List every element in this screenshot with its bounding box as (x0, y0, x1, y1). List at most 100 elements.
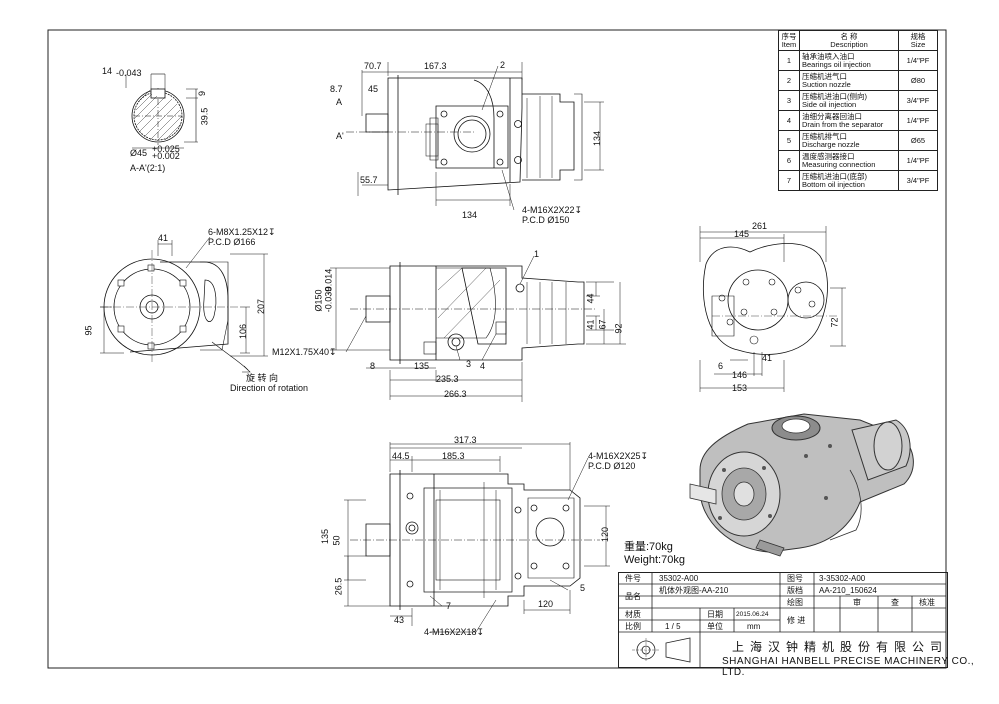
dim-left-95: 95 (83, 325, 94, 336)
scale-label: 比例 (625, 622, 641, 631)
projection-symbol (632, 637, 691, 663)
front-thread-note: M12X1.75X40↧ (272, 347, 337, 357)
title-block-grid (618, 572, 946, 668)
section-caption: A-A'(2:1) (130, 163, 166, 173)
drawing-no-label: 图号 (787, 574, 803, 583)
dim-bottom-185-3: 185.3 (442, 451, 465, 461)
company-name-en: SHANGHAI HANBELL PRECISE MACHINERY CO., … (722, 656, 975, 678)
version: AA-210_150624 (819, 586, 877, 595)
dim-key-tol: -0.043 (116, 68, 142, 78)
drawing-no: 3-35302-A00 (819, 574, 866, 583)
top-view (346, 62, 604, 211)
part-no-label: 件号 (625, 574, 641, 583)
section-mark-a-prime: A' (336, 131, 344, 141)
isometric-render (689, 413, 914, 557)
drawn-label: 绘图 (787, 598, 803, 607)
part-no: 35302-A00 (659, 574, 699, 583)
dim-front-dia-150: Ø150 (313, 289, 324, 312)
dim-top-55-7: 55.7 (360, 175, 378, 185)
dim-top-45: 45 (368, 84, 379, 94)
date-label: 日期 (707, 610, 723, 619)
dim-front-235-3: 235.3 (436, 374, 459, 384)
rotation-label-en: Direction of rotation (230, 383, 309, 393)
revision-label: 修 进 (787, 616, 806, 625)
dim-bottom-317-3: 317.3 (454, 435, 477, 445)
dim-right-146: 146 (732, 370, 748, 380)
dim-front-41: 41 (585, 319, 596, 330)
dim-bottom-43: 43 (394, 615, 405, 625)
material-label: 材质 (625, 610, 641, 619)
dim-bottom-26-5: 26.5 (333, 577, 344, 596)
bottom-bolt-note-1: 4-M16X2X25↧ (588, 451, 649, 461)
callout-4: 4 (480, 361, 486, 371)
bottom-pcd-note: P.C.D Ø120 (588, 461, 636, 471)
dim-front-92: 92 (613, 323, 624, 334)
left-bolt-note: 6-M8X1.25X12↧ (208, 227, 276, 237)
dim-front-67: 67 (597, 319, 608, 330)
dim-front-135: 135 (414, 361, 430, 371)
dim-key-width: 14 (102, 66, 113, 76)
date: 2015.06.24 (736, 611, 769, 618)
dim-shaft-dia: Ø45 (130, 148, 148, 158)
callout-2: 2 (500, 60, 506, 70)
dim-key-height: 39.5 (199, 107, 210, 126)
unit-label: 单位 (707, 622, 723, 631)
left-view (100, 236, 268, 373)
bottom-view (344, 442, 610, 633)
dim-right-6: 6 (718, 361, 724, 371)
callout-7: 7 (446, 601, 452, 611)
scale: 1 / 5 (665, 622, 681, 631)
dim-top-167-3: 167.3 (424, 61, 447, 71)
dim-key-depth: 9 (197, 90, 208, 97)
design-label: 审 (853, 598, 861, 607)
dim-right-261: 261 (752, 221, 768, 231)
dim-bottom-50: 50 (331, 535, 342, 546)
callout-5: 5 (580, 583, 586, 593)
right-view (699, 226, 846, 392)
front-view (330, 255, 626, 402)
dim-right-72: 72 (829, 317, 840, 328)
top-bolt-note: 4-M16X2X22↧ (522, 205, 583, 215)
dim-left-106: 106 (238, 323, 249, 340)
rotation-label-cn: 旋 转 向 (246, 373, 279, 383)
product-name: 机体外观图-AA-210 (659, 586, 729, 595)
dim-bottom-135: 135 (320, 528, 331, 545)
dim-front-266-3: 266.3 (444, 389, 467, 399)
section-mark-a: A (336, 97, 343, 107)
dim-shaft-tol-upper: +0.025 (152, 144, 180, 154)
version-label: 版档 (787, 586, 803, 595)
dim-bottom-44-5: 44.5 (392, 451, 410, 461)
title-block: 件号 35302-A00 图号 3-35302-A00 品名 机体外观图-AA-… (618, 572, 948, 668)
callout-1: 1 (534, 249, 540, 259)
dim-front-8: 8 (370, 361, 376, 371)
dim-top-134-width: 134 (462, 210, 478, 220)
callout-3: 3 (466, 359, 472, 369)
dim-top-134-height: 134 (592, 130, 603, 147)
dim-right-153: 153 (732, 383, 748, 393)
section-a-a-view (125, 73, 198, 149)
left-pcd-note: P.C.D Ø166 (208, 237, 256, 247)
dim-bottom-120-h: 120 (538, 599, 554, 609)
sheet-border (47, 29, 947, 669)
weight-cn: 重量:70kg (624, 541, 673, 553)
name-label: 品名 (625, 592, 641, 601)
dim-top-70-7: 70.7 (364, 61, 382, 71)
dim-right-145: 145 (734, 229, 750, 239)
top-pcd-note: P.C.D Ø150 (522, 215, 570, 225)
approve-label: 核准 (919, 598, 935, 607)
weight-en: Weight:70kg (624, 553, 685, 566)
dim-front-tol-lower: -0.039 (323, 286, 334, 313)
unit: mm (747, 622, 761, 631)
dim-bottom-120-v: 120 (600, 526, 611, 543)
